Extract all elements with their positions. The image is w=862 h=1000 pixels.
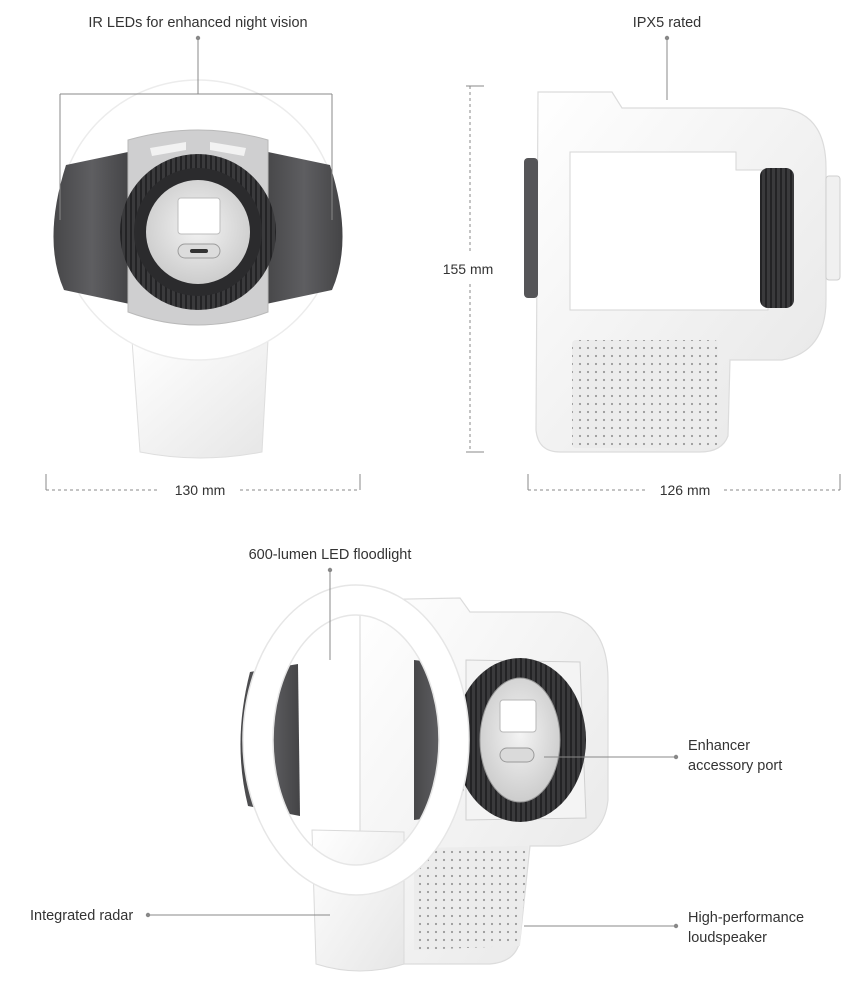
front-width-ticks [45,474,361,490]
ir-led-right [210,142,246,156]
front-neck [131,339,269,459]
left-shroud [53,152,131,304]
front-usb-slot [190,249,208,253]
callout-speaker-line2: loudspeaker [688,930,767,946]
dim-side-depth: 126 mm [660,482,711,498]
perspective-view [240,584,609,972]
perspective-ring-outer-edge [242,584,470,896]
side-front-edge [524,158,538,298]
ir-leds-leader [59,38,333,220]
right-shroud [266,152,343,304]
side-view [524,91,841,453]
perspective-lens-glass [479,677,561,803]
perspective-speaker-grille [414,846,528,950]
lens-sensor-window [177,197,221,235]
dimension-lines [45,85,841,491]
callout-radar: Integrated radar [30,908,133,924]
perspective-light-ring [243,585,469,895]
side-cutout [569,151,769,311]
dim-front-width: 130 mm [175,482,226,498]
leader-dots [145,35,679,929]
speaker-dot [673,923,679,929]
perspective-sensor-window [499,699,537,733]
callout-enhancer-line1: Enhancer [688,738,750,754]
enhancer-dot [673,754,679,760]
ir-led-left [150,142,186,156]
perspective-neck [311,829,405,972]
side-height-ticks [466,85,484,453]
perspective-ring-inner-edge [272,614,440,866]
callout-ir-leds: IR LEDs for enhanced night vision [88,15,307,31]
ipx5-dot [664,35,670,41]
callout-enhancer-line2: accessory port [688,758,782,774]
front-view [53,79,343,459]
callout-speaker-line1: High-performance [688,910,804,926]
enhancer-port [499,747,535,763]
floodlight-dot [327,567,333,573]
side-speaker-grille [572,340,718,448]
dim-side-height: 155 mm [443,261,494,277]
ir-leds-dot [195,35,201,41]
callout-floodlight: 600-lumen LED floodlight [249,547,412,563]
callout-ipx5: IPX5 rated [633,15,702,31]
leader-lines [59,38,676,927]
radar-dot [145,912,151,918]
side-rear-cap [825,175,841,281]
side-lens-ring [760,168,794,308]
side-depth-ticks [527,474,841,490]
